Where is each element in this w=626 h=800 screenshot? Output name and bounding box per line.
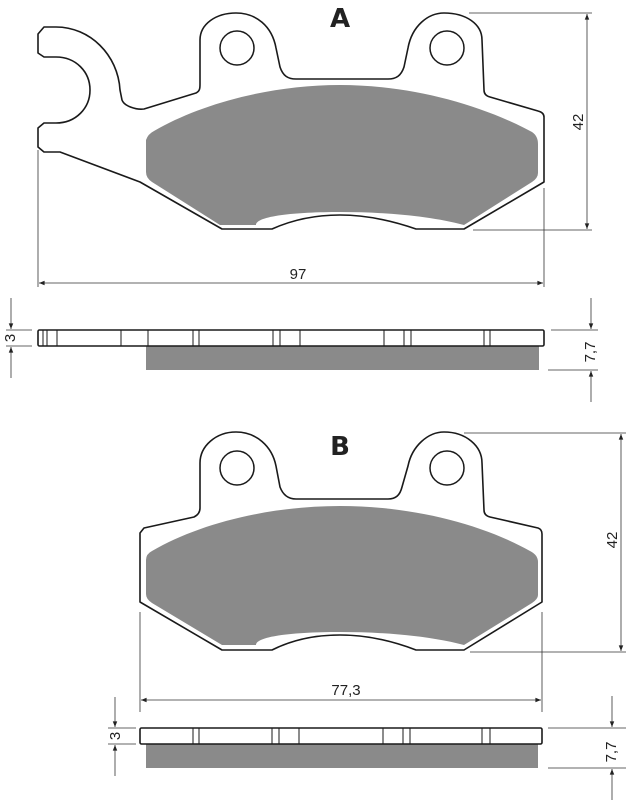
pad-b-height-dimension [464, 432, 626, 653]
pad-a-plate-thickness-value: 3 [2, 334, 19, 342]
pad-b-height-value: 42 [604, 532, 621, 549]
pad-b-total-thickness-value: 7,7 [603, 742, 620, 763]
pad-b-side-friction [146, 744, 538, 768]
pad-b-plate-thickness-dimension [108, 697, 136, 776]
pad-b-mounting-hole-right [429, 450, 465, 486]
pad-a-width-value: 97 [290, 266, 307, 283]
pad-b-plate-thickness-value: 3 [107, 732, 124, 740]
pad-a-height-dimension [469, 12, 592, 231]
pad-b-total-thickness-dimension [548, 696, 626, 800]
pad-a-front-view [37, 12, 545, 230]
pad-b-side-plate [139, 727, 543, 745]
pad-a-plate-thickness-dimension [6, 298, 32, 378]
pad-a-side-plate [37, 329, 545, 347]
pad-a-height-value: 42 [570, 114, 587, 131]
pad-b-side-view [139, 727, 543, 768]
pad-b-width-value: 77,3 [331, 682, 360, 699]
pad-a-total-thickness-value: 7,7 [582, 342, 599, 363]
pad-b-mounting-hole-left [219, 450, 255, 486]
pad-a-mounting-hole-left [219, 30, 255, 66]
pad-a-side-view [37, 329, 545, 370]
pad-a-side-friction [146, 346, 539, 370]
pad-a-mounting-hole-right [429, 30, 465, 66]
pad-b-front-view [139, 431, 543, 651]
pad-a-total-thickness-dimension [548, 298, 598, 402]
pad-a-width-dimension [37, 150, 545, 287]
pad-a-friction-material [146, 85, 538, 225]
pad-a-label: A [330, 4, 350, 34]
pad-b-label: B [330, 432, 350, 462]
pad-b-width-dimension [139, 612, 543, 712]
pad-b-friction-material [146, 506, 538, 645]
